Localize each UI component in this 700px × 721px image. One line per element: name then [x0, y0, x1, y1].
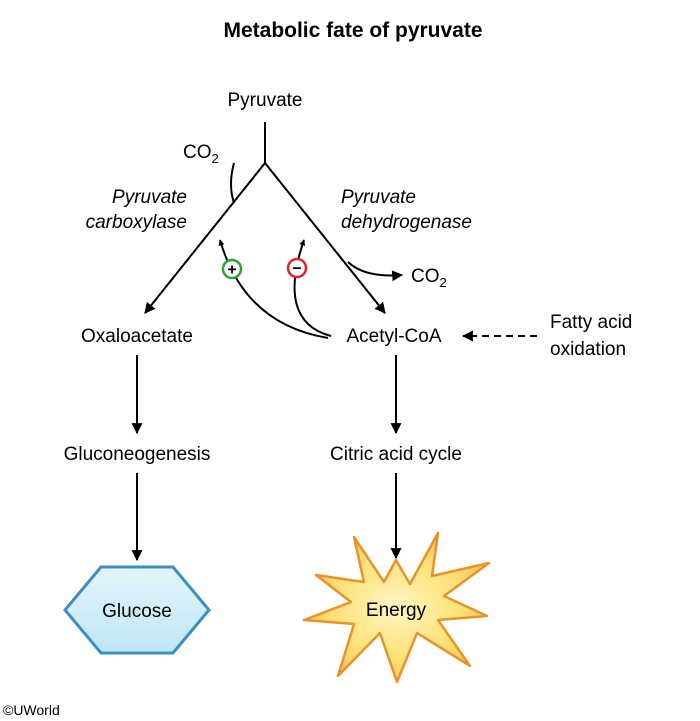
glucose-hexagon: Glucose: [63, 565, 211, 655]
acetyl-coa-label: Acetyl-CoA: [346, 326, 441, 347]
citric-acid-cycle-label: Citric acid cycle: [330, 444, 462, 465]
co2-output-arrow: [347, 261, 404, 282]
inhibition-arrow: [293, 239, 332, 337]
gluconeogenesis-label: Gluconeogenesis: [64, 444, 211, 465]
svg-text:+: +: [227, 262, 236, 279]
glucose-label: Glucose: [102, 601, 172, 622]
pyruvate-label: Pyruvate: [228, 90, 303, 111]
energy-label: Energy: [366, 600, 427, 621]
energy-starburst: Energy: [302, 531, 491, 684]
co2-input-label: CO2: [183, 142, 219, 166]
oxaloacetate-label: Oxaloacetate: [81, 326, 193, 347]
activation-badge: +: [221, 258, 243, 280]
pc-arrow: [144, 162, 266, 314]
pc-enzyme-line1: Pyruvate: [112, 187, 187, 208]
pdh-enzyme-line2: dehydrogenase: [341, 212, 472, 233]
fatty-acid-line1: Fatty acid: [550, 312, 632, 333]
co2-output-label: CO2: [411, 266, 447, 290]
co2-input-curve: [230, 162, 235, 204]
pc-enzyme-line2: carboxylase: [86, 212, 187, 233]
inhibition-badge: −: [286, 257, 308, 279]
page-title: Metabolic fate of pyruvate: [223, 19, 482, 42]
pdh-arrow: [264, 162, 386, 314]
fatty-acid-line2: oxidation: [550, 339, 626, 360]
svg-text:−: −: [292, 261, 301, 278]
pdh-enzyme-line1: Pyruvate: [341, 187, 416, 208]
copyright-text: ©UWorld: [3, 702, 60, 718]
activation-arrow: [218, 239, 329, 339]
